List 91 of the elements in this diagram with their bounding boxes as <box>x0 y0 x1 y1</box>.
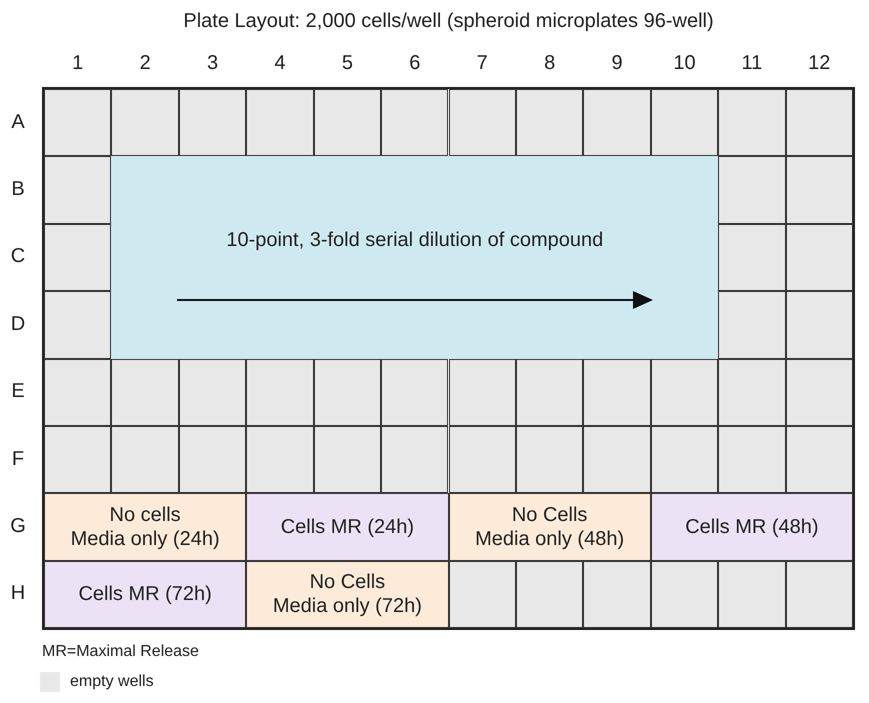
well <box>718 358 786 426</box>
column-number: 6 <box>408 52 422 75</box>
well <box>44 89 112 156</box>
well <box>583 560 651 628</box>
row-letter: H <box>10 582 26 606</box>
well <box>448 426 516 494</box>
well <box>178 426 246 494</box>
well <box>381 89 448 156</box>
block-label: Cells MR (24h) <box>280 514 414 539</box>
well <box>516 426 584 494</box>
well <box>718 426 786 494</box>
column-number: 4 <box>273 52 287 75</box>
row-letter: F <box>10 448 26 471</box>
well <box>583 89 651 156</box>
row-letter: G <box>9 514 27 538</box>
row-letter: E <box>10 380 26 404</box>
well <box>111 89 179 156</box>
well <box>650 89 718 156</box>
well <box>111 426 179 494</box>
well <box>246 426 314 494</box>
sample-block <box>246 560 448 628</box>
column-number: 8 <box>543 52 556 75</box>
well <box>448 89 516 156</box>
well <box>786 156 853 224</box>
well <box>786 224 853 292</box>
column-number: 9 <box>610 52 624 75</box>
well <box>314 426 382 494</box>
row-letter: A <box>10 110 26 134</box>
well <box>718 89 786 156</box>
column-number: 10 <box>672 52 697 75</box>
row-letter: B <box>10 178 26 202</box>
well <box>448 358 516 426</box>
well <box>246 358 314 426</box>
block-label: Media only (24h) <box>70 526 220 551</box>
sample-block <box>650 493 853 561</box>
well <box>448 560 516 628</box>
well <box>650 560 718 628</box>
column-number: 3 <box>206 52 220 75</box>
title: Plate Layout: 2,000 cells/well (spheroid microplates 96-well) <box>182 10 715 33</box>
legend-text: empty wells <box>70 673 154 691</box>
well <box>786 358 853 426</box>
well <box>718 560 786 628</box>
well <box>44 156 112 224</box>
well <box>44 426 112 494</box>
well <box>44 291 112 358</box>
region-label: 10-point, 3-fold serial dilution of compound <box>226 228 604 252</box>
well <box>516 358 584 426</box>
well <box>786 560 853 628</box>
column-number: 11 <box>740 52 764 75</box>
well <box>786 426 853 494</box>
well <box>44 224 112 292</box>
well <box>650 358 718 426</box>
sample-block <box>44 493 246 561</box>
column-number: 7 <box>476 52 489 75</box>
block-label: Cells MR (72h) <box>78 582 212 606</box>
well <box>583 426 651 494</box>
sample-block <box>448 493 651 561</box>
column-number: 5 <box>340 52 354 75</box>
well <box>718 156 786 224</box>
dilution-region <box>111 156 718 358</box>
well <box>516 560 584 628</box>
block-label: Media only (72h) <box>272 594 422 618</box>
well <box>314 358 382 426</box>
well <box>381 358 448 426</box>
well <box>786 89 853 156</box>
block-label: Media only (48h) <box>475 526 624 551</box>
well <box>178 358 246 426</box>
well <box>583 358 651 426</box>
column-number: 2 <box>138 52 152 75</box>
well <box>178 89 246 156</box>
well <box>314 89 382 156</box>
well <box>111 358 179 426</box>
block-label: Cells MR (48h) <box>685 514 819 539</box>
well <box>516 89 584 156</box>
column-number: 1 <box>71 52 84 75</box>
sample-block <box>44 560 246 628</box>
note: MR=Maximal Release <box>42 643 199 661</box>
block-label: No Cells <box>512 502 588 527</box>
column-number: 12 <box>807 52 832 75</box>
block-label: No cells <box>110 502 181 527</box>
block-label: No Cells <box>310 570 386 594</box>
well <box>246 89 314 156</box>
well <box>718 224 786 292</box>
row-letter: D <box>10 312 26 336</box>
row-letter: C <box>10 245 26 268</box>
sample-block <box>246 493 448 561</box>
well <box>786 291 853 358</box>
well <box>718 291 786 358</box>
well <box>44 358 112 426</box>
well <box>381 426 448 494</box>
well <box>650 426 718 494</box>
